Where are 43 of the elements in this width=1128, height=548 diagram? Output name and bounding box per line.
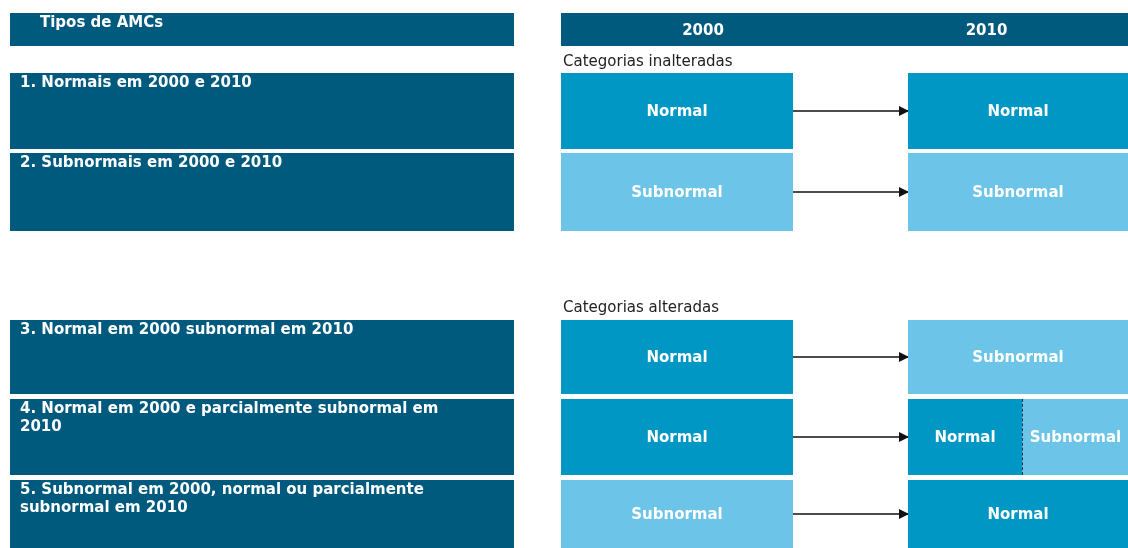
category-text: Normal (646, 428, 708, 446)
category-box (908, 320, 1128, 394)
category-text: Subnormal (972, 183, 1064, 201)
arrow (792, 352, 909, 362)
row-label-box (10, 480, 514, 548)
category-text: Normal (646, 102, 708, 120)
row-label: 2. Subnormais em 2000 e 2010 (20, 153, 283, 171)
row-label: 4. Normal em 2000 e parcialmente subnormal em 2010 (20, 399, 440, 435)
category-text: Normal (987, 505, 1049, 523)
category-box (561, 480, 793, 548)
row-label: 3. Normal em 2000 subnormal em 2010 (20, 320, 354, 338)
column-heading: 2010 (965, 20, 1008, 39)
section-heading: Categorias inalteradas (563, 52, 733, 70)
category-box (561, 320, 793, 394)
category-text: Normal (646, 348, 708, 366)
arrow (792, 187, 909, 197)
arrow (792, 509, 909, 519)
header-band (845, 13, 1128, 46)
row-label: 1. Normais em 2000 e 2010 (20, 73, 252, 91)
category-box (908, 480, 1128, 548)
category-box (561, 399, 793, 475)
row-label-box (10, 320, 514, 394)
category-text: Normal (934, 428, 996, 446)
category-text: Subnormal (631, 505, 723, 523)
row-label: 5. Subnormal em 2000, normal ou parcialmente subnormal em 2010 (20, 480, 425, 516)
category-text: Normal (987, 102, 1049, 120)
row-label-box (10, 399, 514, 475)
category-box (561, 153, 793, 231)
arrow (792, 106, 909, 116)
category-box (561, 73, 793, 149)
header-band (561, 13, 845, 46)
category-box (908, 153, 1128, 231)
row-label-box (10, 73, 514, 149)
column-heading: Tipos de AMCs (40, 13, 164, 31)
row-label-box (10, 153, 514, 231)
split-category-box (908, 399, 1128, 475)
category-text: Subnormal (972, 348, 1064, 366)
column-heading: 2000 (682, 20, 724, 39)
header-band (10, 13, 514, 46)
category-box (908, 73, 1128, 149)
arrow (792, 432, 909, 442)
category-text: Subnormal (1029, 428, 1122, 446)
category-text: Subnormal (631, 183, 723, 201)
